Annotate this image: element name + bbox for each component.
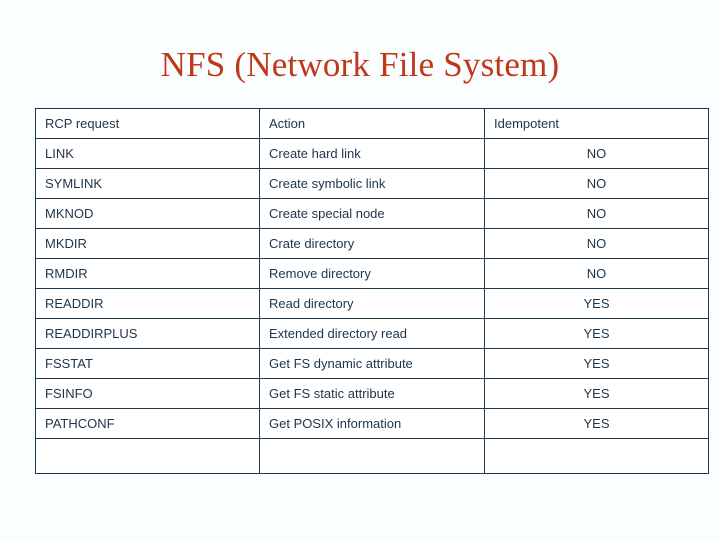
column-header-idempotent: Idempotent xyxy=(484,108,709,139)
table-row: FSINFO Get FS static attribute YES xyxy=(35,378,709,409)
cell-action xyxy=(259,438,485,474)
cell-idempotent: NO xyxy=(484,198,709,229)
cell-action: Create symbolic link xyxy=(259,168,485,199)
cell-action: Create special node xyxy=(259,198,485,229)
cell-idempotent: YES xyxy=(484,288,709,319)
cell-idempotent: YES xyxy=(484,348,709,379)
table-row: SYMLINK Create symbolic link NO xyxy=(35,168,709,199)
cell-rpc-request: READDIRPLUS xyxy=(35,318,260,349)
cell-action: Get POSIX information xyxy=(259,408,485,439)
page-title: NFS (Network File System) xyxy=(160,45,560,84)
column-header-action: Action xyxy=(259,108,485,139)
cell-idempotent: YES xyxy=(484,378,709,409)
table-row: READDIRPLUS Extended directory read YES xyxy=(35,318,709,349)
cell-idempotent: YES xyxy=(484,408,709,439)
nfs-rpc-table: RCP request Action Idempotent LINK Creat… xyxy=(35,108,709,474)
cell-idempotent: NO xyxy=(484,228,709,259)
table-row: MKNOD Create special node NO xyxy=(35,198,709,229)
cell-idempotent: NO xyxy=(484,138,709,169)
cell-idempotent: NO xyxy=(484,258,709,289)
cell-idempotent xyxy=(484,438,709,474)
cell-idempotent: NO xyxy=(484,168,709,199)
cell-action: Read directory xyxy=(259,288,485,319)
table-body: RCP request Action Idempotent LINK Creat… xyxy=(35,108,709,474)
cell-action: Extended directory read xyxy=(259,318,485,349)
cell-rpc-request: LINK xyxy=(35,138,260,169)
table-row: READDIR Read directory YES xyxy=(35,288,709,319)
cell-rpc-request: SYMLINK xyxy=(35,168,260,199)
table-row: RMDIR Remove directory NO xyxy=(35,258,709,289)
table-row-empty xyxy=(35,438,709,474)
table-row: LINK Create hard link NO xyxy=(35,138,709,169)
cell-rpc-request xyxy=(35,438,260,474)
cell-idempotent: YES xyxy=(484,318,709,349)
nfs-rpc-table-container: RCP request Action Idempotent LINK Creat… xyxy=(35,108,709,474)
cell-action: Create hard link xyxy=(259,138,485,169)
cell-rpc-request: MKNOD xyxy=(35,198,260,229)
cell-rpc-request: MKDIR xyxy=(35,228,260,259)
cell-action: Get FS dynamic attribute xyxy=(259,348,485,379)
table-header-row: RCP request Action Idempotent xyxy=(35,108,709,139)
table-row: PATHCONF Get POSIX information YES xyxy=(35,408,709,439)
column-header-rpc-request: RCP request xyxy=(35,108,260,139)
cell-rpc-request: FSSTAT xyxy=(35,348,260,379)
cell-rpc-request: READDIR xyxy=(35,288,260,319)
cell-action: Get FS static attribute xyxy=(259,378,485,409)
cell-rpc-request: FSINFO xyxy=(35,378,260,409)
cell-action: Remove directory xyxy=(259,258,485,289)
table-row: FSSTAT Get FS dynamic attribute YES xyxy=(35,348,709,379)
cell-rpc-request: PATHCONF xyxy=(35,408,260,439)
table-row: MKDIR Crate directory NO xyxy=(35,228,709,259)
cell-rpc-request: RMDIR xyxy=(35,258,260,289)
cell-action: Crate directory xyxy=(259,228,485,259)
